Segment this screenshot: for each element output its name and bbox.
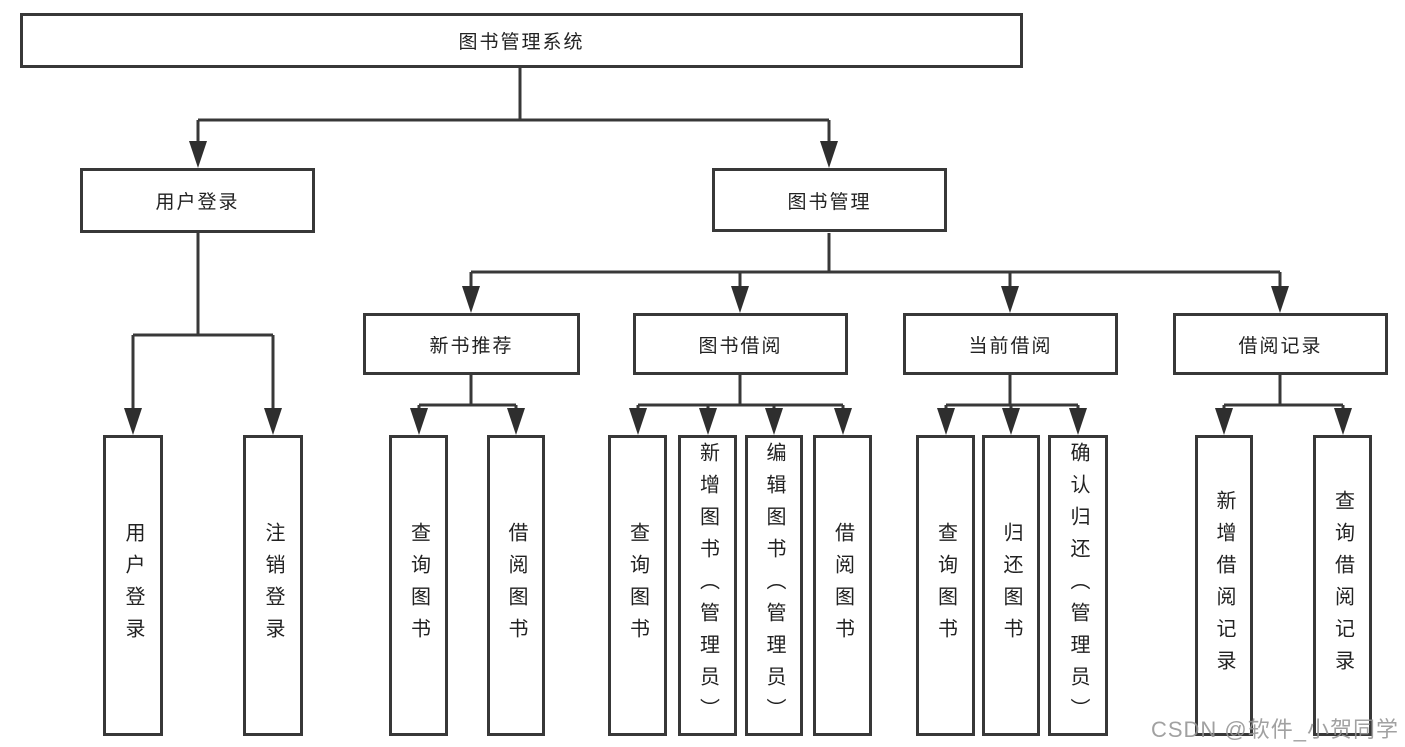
leaf-borrow-books: 借阅图书	[813, 435, 872, 736]
leaf-logout-label: 注销登录	[262, 521, 284, 650]
arrow-down-icon	[1271, 286, 1289, 313]
leaf-edit-book-admin-label: 编辑图书（管理员）	[763, 441, 785, 730]
node-new-book-recommend-label: 新书推荐	[429, 335, 514, 357]
leaf-query-books-current: 查询图书	[916, 435, 975, 736]
node-current-borrowing-label: 当前借阅	[968, 335, 1053, 357]
arrow-down-icon	[1215, 408, 1233, 435]
node-book-management: 图书管理	[712, 168, 947, 232]
arrow-down-icon	[834, 408, 852, 435]
connector-lines	[131, 68, 1345, 410]
arrow-down-icon	[410, 408, 428, 435]
leaf-user-login-label: 用户登录	[122, 521, 144, 650]
leaf-query-books-borrowing: 查询图书	[608, 435, 667, 736]
node-new-book-recommend: 新书推荐	[363, 313, 580, 375]
leaf-edit-book-admin: 编辑图书（管理员）	[745, 435, 803, 736]
node-root-label: 图书管理系统	[458, 32, 585, 53]
node-book-management-label: 图书管理	[787, 191, 872, 213]
node-borrowing-records: 借阅记录	[1173, 313, 1388, 375]
arrow-down-icon	[124, 408, 142, 435]
leaf-confirm-return-admin: 确认归还（管理员）	[1048, 435, 1108, 736]
arrow-down-icon	[765, 408, 783, 435]
leaf-borrow-books-label: 借阅图书	[831, 521, 854, 650]
node-root: 图书管理系统	[20, 13, 1023, 68]
leaf-borrow-books-recommend: 借阅图书	[487, 435, 545, 736]
arrow-down-icon	[629, 408, 647, 435]
node-user-login: 用户登录	[80, 168, 315, 233]
arrow-down-icon	[820, 141, 838, 168]
node-book-borrowing: 图书借阅	[633, 313, 848, 375]
leaf-user-login: 用户登录	[103, 435, 163, 736]
arrow-down-icon	[1334, 408, 1352, 435]
leaf-borrow-books-recommend-label: 借阅图书	[505, 521, 527, 650]
arrow-down-icon	[731, 286, 749, 313]
leaf-query-books-borrowing-label: 查询图书	[626, 521, 649, 650]
node-current-borrowing: 当前借阅	[903, 313, 1118, 375]
leaf-query-books-recommend: 查询图书	[389, 435, 448, 736]
leaf-query-borrow-record-label: 查询借阅记录	[1331, 489, 1354, 682]
arrow-down-icon	[507, 408, 525, 435]
leaf-query-books-recommend-label: 查询图书	[407, 521, 430, 650]
leaf-return-books-label: 归还图书	[1000, 521, 1022, 650]
node-book-borrowing-label: 图书借阅	[698, 335, 783, 357]
arrow-down-icon	[1069, 408, 1087, 435]
leaf-query-borrow-record: 查询借阅记录	[1313, 435, 1372, 736]
csdn-watermark: CSDN @软件_小贺同学	[1150, 717, 1399, 742]
leaf-logout: 注销登录	[243, 435, 303, 736]
arrow-down-icon	[189, 141, 207, 168]
leaf-add-borrow-record-label: 新增借阅记录	[1213, 489, 1235, 682]
leaf-return-books: 归还图书	[982, 435, 1040, 736]
node-user-login-label: 用户登录	[155, 192, 240, 213]
arrow-down-icon	[264, 408, 282, 435]
leaf-add-book-admin-label: 新增图书（管理员）	[696, 441, 719, 730]
leaf-add-borrow-record: 新增借阅记录	[1195, 435, 1253, 736]
arrow-down-icon	[1002, 408, 1020, 435]
arrow-down-icon	[462, 286, 480, 313]
leaf-add-book-admin: 新增图书（管理员）	[678, 435, 737, 736]
arrow-down-icon	[937, 408, 955, 435]
node-borrowing-records-label: 借阅记录	[1238, 335, 1323, 357]
leaf-query-books-current-label: 查询图书	[934, 521, 957, 650]
leaf-confirm-return-admin-label: 确认归还（管理员）	[1067, 441, 1089, 730]
arrowheads	[124, 141, 1352, 435]
arrow-down-icon	[1001, 286, 1019, 313]
arrow-down-icon	[699, 408, 717, 435]
